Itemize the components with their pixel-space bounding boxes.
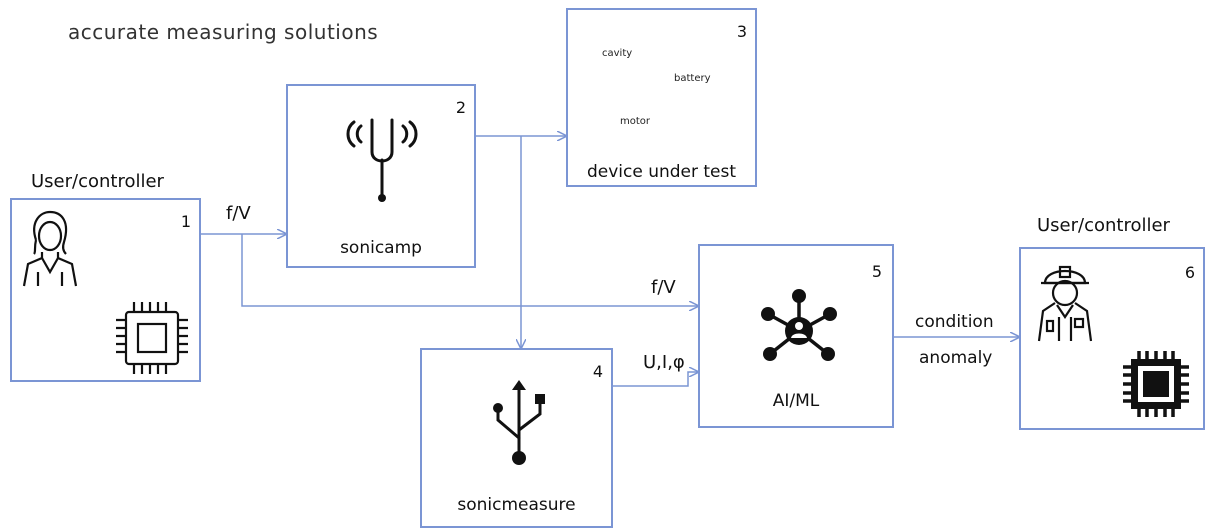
sonicmeasure-box: 4 sonicmeasure [420, 348, 613, 528]
sonicamp-box: 2 sonicamp [286, 84, 476, 268]
usb-icon [493, 380, 545, 465]
tuning-fork-icon [346, 118, 418, 202]
node-number-5: 5 [871, 262, 882, 281]
node-number-6: 6 [1184, 263, 1195, 282]
microchip-filled-icon [1123, 351, 1189, 417]
user-controller-output-box: 6 [1019, 247, 1205, 430]
sonicamp-label: sonicamp [340, 238, 422, 258]
engineer-user-icon [1037, 265, 1093, 342]
wire-user-to-aiml [241, 234, 698, 306]
node-number-4: 4 [592, 362, 603, 381]
device-under-test-box: 3 cavity battery motor device under test [566, 8, 757, 187]
aiml-box: 5 AI/ML [698, 244, 894, 428]
user-controller-heading-right: User/controller [1037, 215, 1170, 236]
user-controller-heading-left: User/controller [31, 171, 164, 192]
aiml-label: AI/ML [772, 391, 820, 411]
sonicmeasure-label: sonicmeasure [457, 495, 576, 515]
flow-label-fv-mid: f/V [651, 277, 676, 298]
dut-item-battery: battery [674, 73, 711, 84]
neural-network-icon [761, 289, 837, 361]
microchip-outline-icon [116, 302, 188, 374]
device-under-test-label: device under test [586, 162, 737, 182]
flow-label-fv-top: f/V [226, 203, 251, 224]
flow-label-anomaly: anomaly [919, 348, 993, 368]
dut-item-cavity: cavity [602, 48, 633, 59]
flow-label-uiphi: U,I,φ [643, 352, 685, 373]
dut-item-motor: motor [620, 116, 651, 127]
woman-user-icon [22, 210, 78, 287]
user-controller-box: 1 [10, 198, 201, 382]
flow-label-condition: condition [915, 312, 994, 332]
node-number-3: 3 [736, 22, 747, 41]
tagline: accurate measuring solutions [68, 20, 379, 44]
node-number-2: 2 [455, 98, 466, 117]
wire-sonicmeasure-to-aiml [612, 372, 698, 387]
node-number-1: 1 [180, 212, 191, 231]
